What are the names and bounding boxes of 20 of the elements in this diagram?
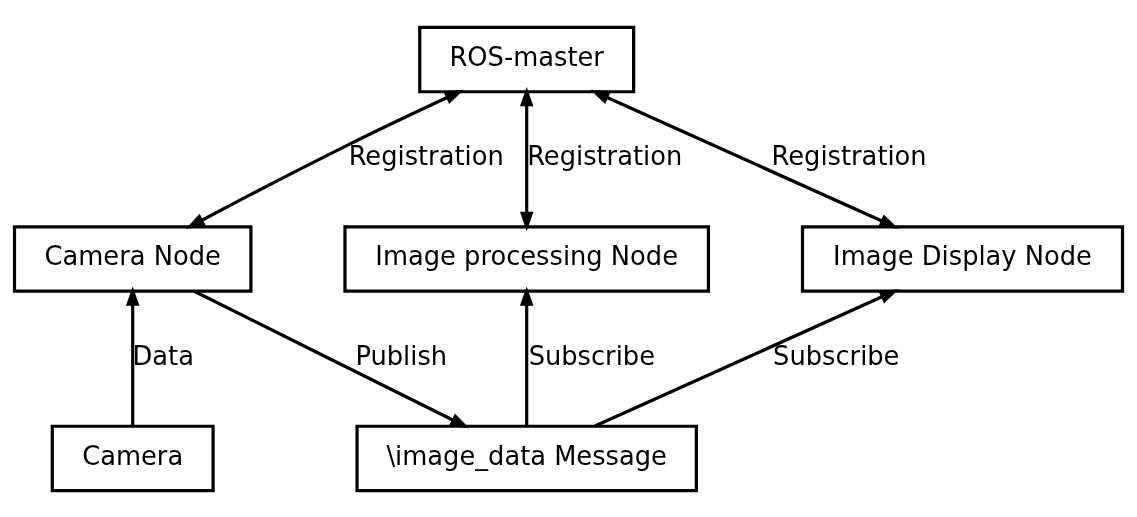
node-box: Image processing Node — [343, 224, 710, 293]
arrow — [185, 89, 464, 229]
edge-label: Data — [132, 340, 194, 371]
edge-label: Publish — [355, 340, 448, 371]
arrow — [594, 288, 899, 427]
node-box: Image Display Node — [800, 224, 1125, 293]
arrow — [519, 285, 534, 426]
arrow — [193, 289, 470, 428]
node-box: ROS-master — [418, 25, 636, 93]
edge-label: Registration — [348, 140, 504, 171]
node-box: Camera — [50, 424, 215, 492]
node-box: \image_data Message — [355, 424, 698, 492]
edge-label: Registration — [771, 140, 927, 171]
node-box: Camera Node — [12, 224, 253, 293]
edge-label: Subscribe — [528, 340, 655, 371]
arrow — [125, 285, 140, 426]
edge-label: Subscribe — [773, 340, 900, 371]
edge-label: Registration — [527, 140, 683, 171]
arrow — [590, 89, 899, 229]
arrow — [519, 86, 534, 231]
